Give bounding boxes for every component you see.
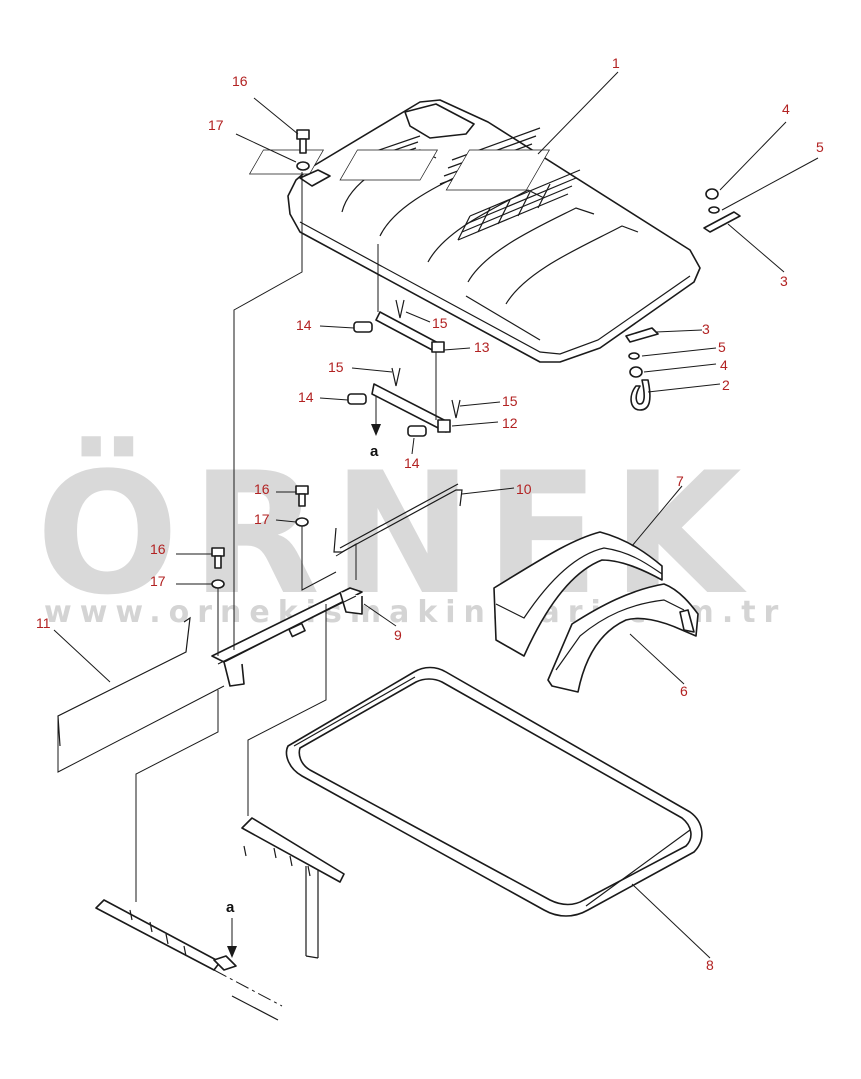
part-8-seal-frame — [285, 666, 703, 917]
callout-17-top: 17 — [208, 117, 224, 133]
assembly-guide-lines — [57, 172, 437, 902]
frame-member-lower-left — [95, 899, 237, 971]
part-10-support-rod — [333, 483, 463, 553]
callout-12: 12 — [502, 415, 518, 431]
callout-17-middle: 17 — [254, 511, 270, 527]
callout-15-middle: 15 — [328, 359, 344, 375]
part-9-bracket — [211, 587, 363, 687]
callout-8: 8 — [706, 957, 714, 973]
callout-1: 1 — [612, 55, 620, 71]
callout-5-lower: 5 — [718, 339, 726, 355]
callout-13: 13 — [474, 339, 490, 355]
callout-14-upper: 14 — [296, 317, 312, 333]
part-12-hinge-arm-lower — [371, 383, 451, 433]
frame-member-extension — [213, 969, 283, 1007]
callout-10: 10 — [516, 481, 532, 497]
view-arrow-lower — [227, 918, 237, 958]
right-lower-hardware — [625, 327, 659, 411]
part-7-fender-outer — [493, 531, 663, 657]
callout-15-lower: 15 — [502, 393, 518, 409]
view-marker-lower: a — [226, 899, 235, 916]
callout-14-middle: 14 — [298, 389, 314, 405]
callout-17-left: 17 — [150, 573, 166, 589]
frame-member-tail — [231, 995, 279, 1021]
callout-11: 11 — [36, 615, 51, 631]
view-marker-upper: a — [370, 443, 379, 460]
callout-16-top: 16 — [232, 73, 248, 89]
right-upper-hardware — [703, 188, 741, 233]
bolt-16-top — [296, 129, 310, 154]
callout-5-upper: 5 — [816, 139, 824, 155]
frame-member-center — [241, 817, 345, 959]
view-arrow-upper — [371, 396, 381, 436]
callout-2: 2 — [722, 377, 730, 393]
cover-grille-rear — [248, 127, 581, 241]
part-11-rod — [57, 616, 191, 747]
pins-14 — [347, 321, 427, 437]
callout-4-upper: 4 — [782, 101, 790, 117]
callout-numbers: 1 16 17 4 5 3 3 5 4 2 14 15 13 15 14 15 … — [36, 55, 824, 973]
callout-7: 7 — [676, 473, 684, 489]
callout-3-lower: 3 — [702, 321, 710, 337]
callout-6: 6 — [680, 683, 688, 699]
callout-3-upper: 3 — [780, 273, 788, 289]
callout-15-upper: 15 — [432, 315, 448, 331]
part-6-fender-inner — [547, 583, 699, 693]
callout-9: 9 — [394, 627, 402, 643]
washer-17-top — [296, 161, 310, 171]
callout-16-middle: 16 — [254, 481, 270, 497]
callout-16-left: 16 — [150, 541, 166, 557]
washer-17-middle — [295, 517, 309, 527]
washer-17-left — [211, 579, 225, 589]
callout-14-lower: 14 — [404, 455, 420, 471]
bolt-16-middle — [295, 485, 309, 507]
callout-4-lower: 4 — [720, 357, 728, 373]
bolt-16-left — [211, 547, 225, 569]
part-1-top-cover — [248, 99, 701, 363]
leader-lines — [53, 71, 819, 959]
cotter-pins-15 — [391, 299, 461, 419]
